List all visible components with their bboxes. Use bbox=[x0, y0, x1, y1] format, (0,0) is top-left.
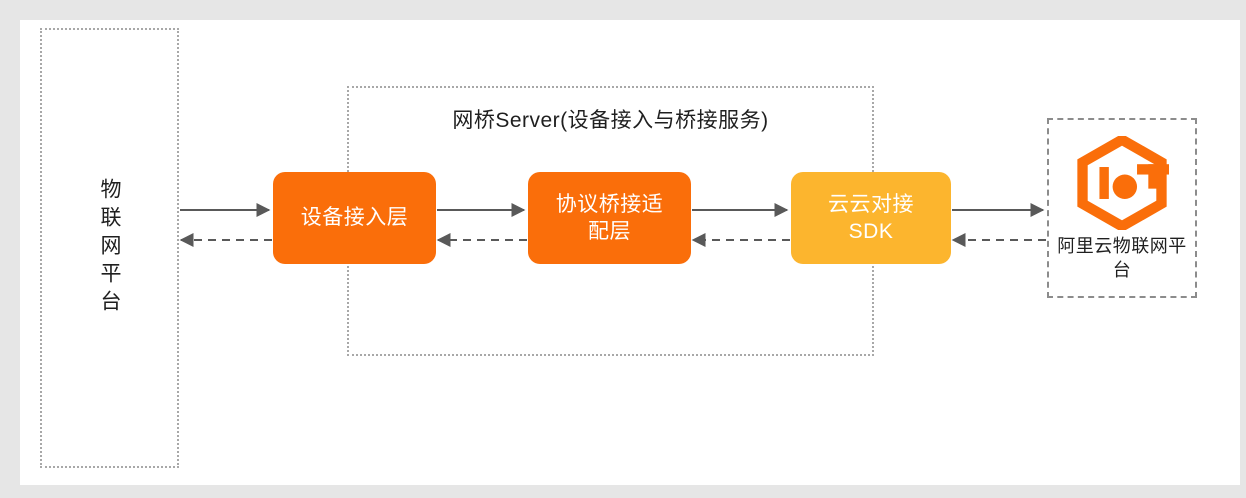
iot-platform-left-label-wrap: 物联网平台 bbox=[42, 30, 177, 466]
alicloud-iot-logo-icon bbox=[1077, 135, 1169, 230]
node-protocol-bridge[interactable]: 协议桥接适配层 bbox=[528, 172, 691, 264]
node-protocol-bridge-label: 协议桥接适配层 bbox=[555, 192, 664, 243]
node-cloud-sdk[interactable]: 云云对接 SDK bbox=[791, 172, 951, 264]
iot-platform-left-zone[interactable]: 物联网平台 bbox=[40, 28, 179, 468]
bridge-server-title: 网桥Server(设备接入与桥接服务) bbox=[452, 109, 769, 132]
alicloud-iot-platform-zone[interactable]: 阿里云物联网平台 bbox=[1047, 118, 1197, 298]
node-cloud-sdk-label: 云云对接 SDK bbox=[828, 192, 914, 243]
alicloud-iot-platform-label: 阿里云物联网平台 bbox=[1057, 235, 1187, 280]
node-device-access[interactable]: 设备接入层 bbox=[273, 172, 436, 264]
node-device-access-label: 设备接入层 bbox=[300, 206, 409, 230]
iot-platform-left-label: 物联网平台 bbox=[98, 178, 121, 318]
